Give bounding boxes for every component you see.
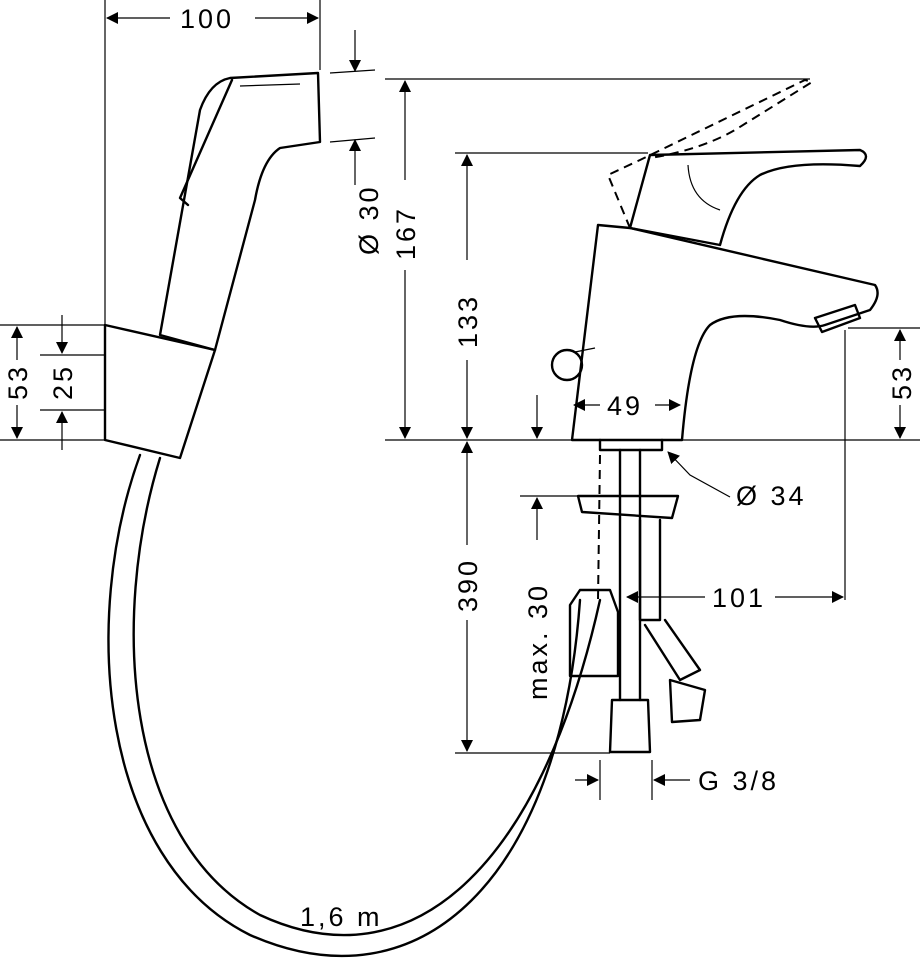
dim-total-height: 167	[391, 206, 421, 260]
dim-holder-inner: 25	[48, 364, 78, 400]
dim-holder-height: 53	[3, 364, 33, 400]
dimension-lines	[11, 12, 906, 786]
extension-lines	[0, 0, 920, 800]
dim-supply-length: 390	[453, 558, 483, 612]
hose	[107, 453, 602, 958]
faucet	[550, 78, 879, 754]
dim-reach: 101	[712, 583, 766, 613]
dim-base-diameter: Ø 34	[736, 481, 807, 511]
dim-thread: G 3/8	[698, 766, 779, 796]
dim-max-thickness: max. 30	[523, 583, 553, 700]
hand-shower	[158, 71, 322, 352]
dim-shower-width: 100	[180, 4, 234, 34]
dim-spout-outlet-height: 53	[887, 364, 917, 400]
shower-holder	[103, 323, 217, 460]
dim-spout-height: 133	[453, 294, 483, 348]
dim-shower-diameter: Ø 30	[354, 184, 384, 255]
dim-base-width: 49	[607, 391, 643, 421]
dim-hose-length: 1,6 m	[300, 902, 383, 932]
